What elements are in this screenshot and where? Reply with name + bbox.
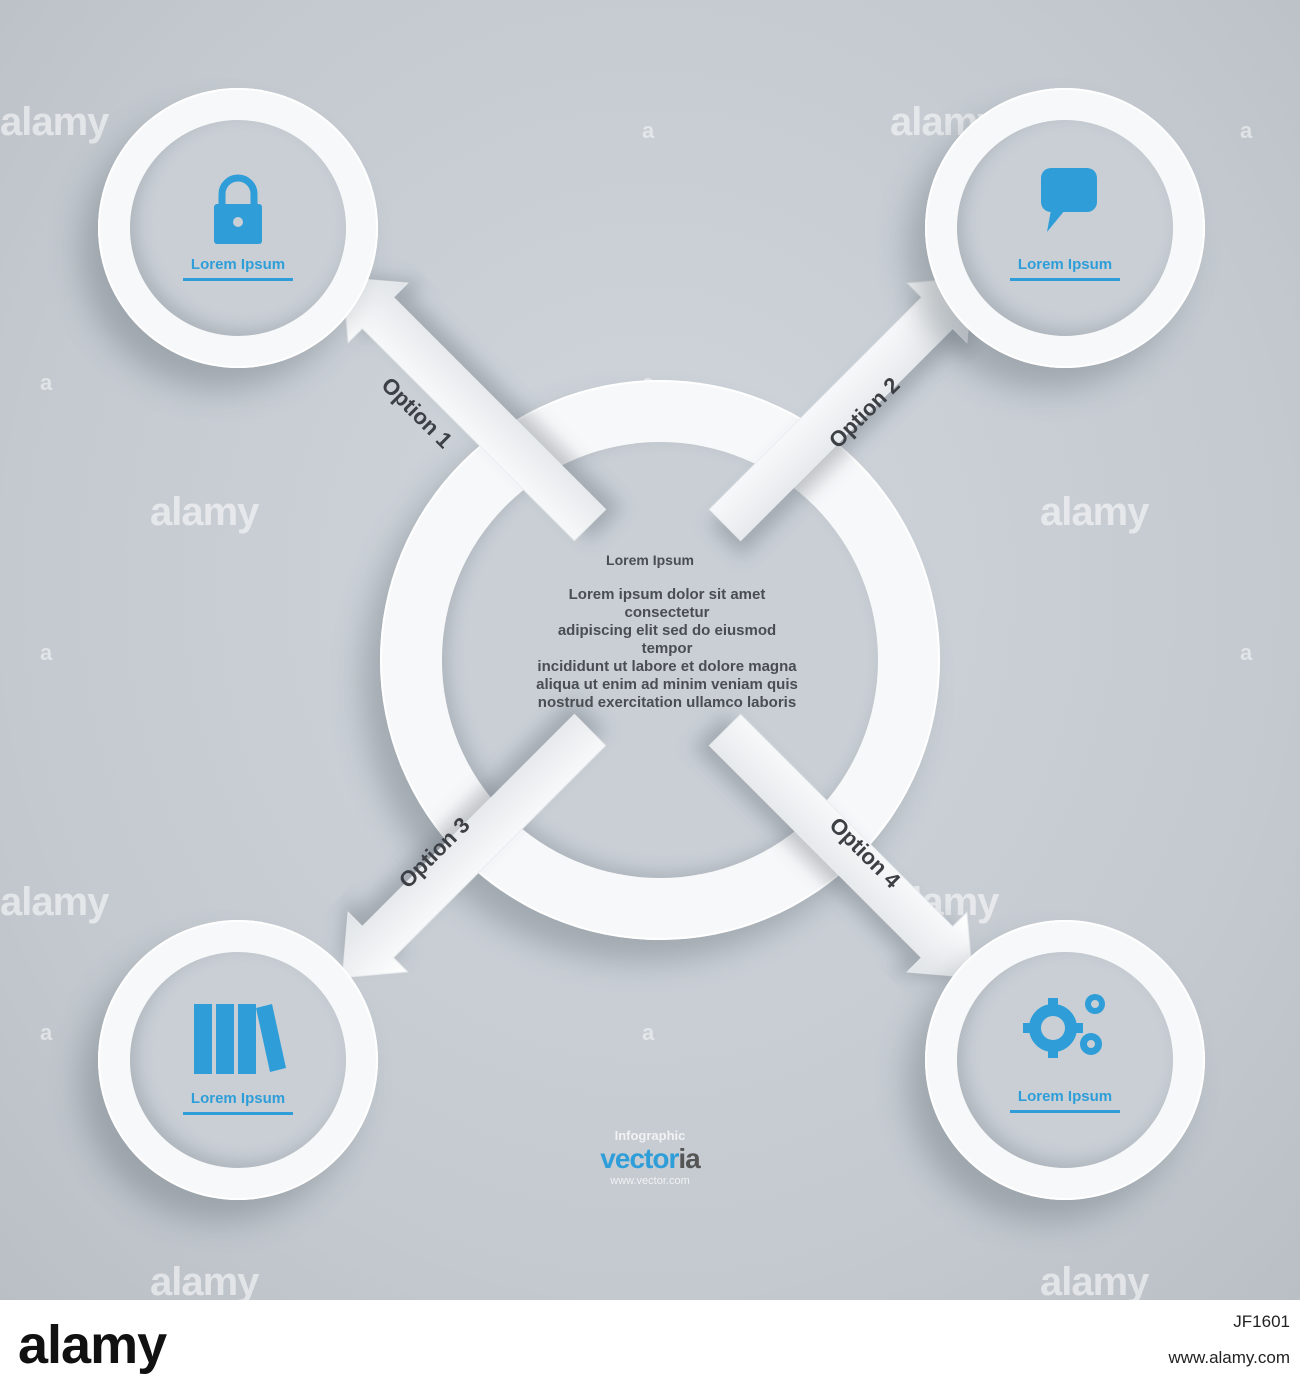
brand-main-suffix: ia	[678, 1143, 700, 1174]
center-body: Lorem ipsum dolor sit amet consectetur a…	[532, 586, 802, 712]
watermark-mark: a	[1240, 640, 1253, 665]
books-icon	[194, 1004, 286, 1074]
node-underline	[183, 1112, 293, 1115]
arrow-option-1	[341, 276, 607, 542]
infographic-canvas: alamy alamy alamy alamy alamy alamy alam…	[0, 0, 1300, 1300]
speech-bubble-icon	[1041, 168, 1097, 232]
brand-main-word: vector	[600, 1143, 679, 1174]
center-title: Lorem Ipsum	[606, 552, 694, 568]
watermark-mark: a	[642, 1020, 655, 1045]
node-option-1: Lorem Ipsum	[98, 88, 378, 368]
node-option-3: Lorem Ipsum	[98, 920, 378, 1200]
arrows-layer	[341, 276, 974, 979]
brand-small-text: Infographic	[614, 1128, 686, 1143]
brand-logo: Infographic vectoria www.vector.com	[560, 1128, 740, 1187]
brand-main-text: vectoria	[560, 1143, 740, 1175]
center-body-line: Lorem ipsum dolor sit amet consectetur	[568, 586, 766, 621]
arrow-option-4	[708, 713, 974, 979]
watermark-mark: a	[1240, 118, 1253, 143]
node-label: Lorem Ipsum	[190, 1090, 286, 1107]
brand-tagline: www.vector.com	[610, 1175, 690, 1187]
node-label: Lorem Ipsum	[1017, 256, 1113, 273]
watermark-mark: a	[40, 640, 53, 665]
node-label: Lorem Ipsum	[190, 256, 286, 273]
node-option-4: Lorem Ipsum	[925, 920, 1205, 1200]
lock-icon	[214, 174, 262, 244]
node-hole	[957, 952, 1173, 1168]
footer-image-id: JF1601	[1233, 1312, 1290, 1331]
footer-logo[interactable]: alamy	[18, 1315, 167, 1375]
node-underline	[1010, 278, 1120, 281]
stock-footer: alamy JF1601 www.alamy.com	[0, 1300, 1300, 1390]
watermark-mark: a	[642, 118, 655, 143]
node-option-2: Lorem Ipsum	[925, 88, 1205, 368]
arrow-option-3	[341, 713, 607, 979]
footer-site-link[interactable]: www.alamy.com	[1168, 1348, 1290, 1367]
center-body-line: incididunt ut labore et dolore magna	[537, 658, 797, 675]
center-body-line: nostrud exercitation ullamco laboris	[537, 694, 797, 711]
watermark-mark: a	[40, 370, 53, 395]
node-underline	[183, 278, 293, 281]
watermark-mark: a	[40, 1020, 53, 1045]
center-body-line: aliqua ut enim ad minim veniam quis	[536, 676, 798, 693]
node-label: Lorem Ipsum	[1017, 1088, 1113, 1105]
node-underline	[1010, 1110, 1120, 1113]
gears-icon	[1023, 994, 1105, 1058]
center-body-line: adipiscing elit sed do eiusmod tempor	[557, 622, 777, 657]
node-hole	[957, 120, 1173, 336]
